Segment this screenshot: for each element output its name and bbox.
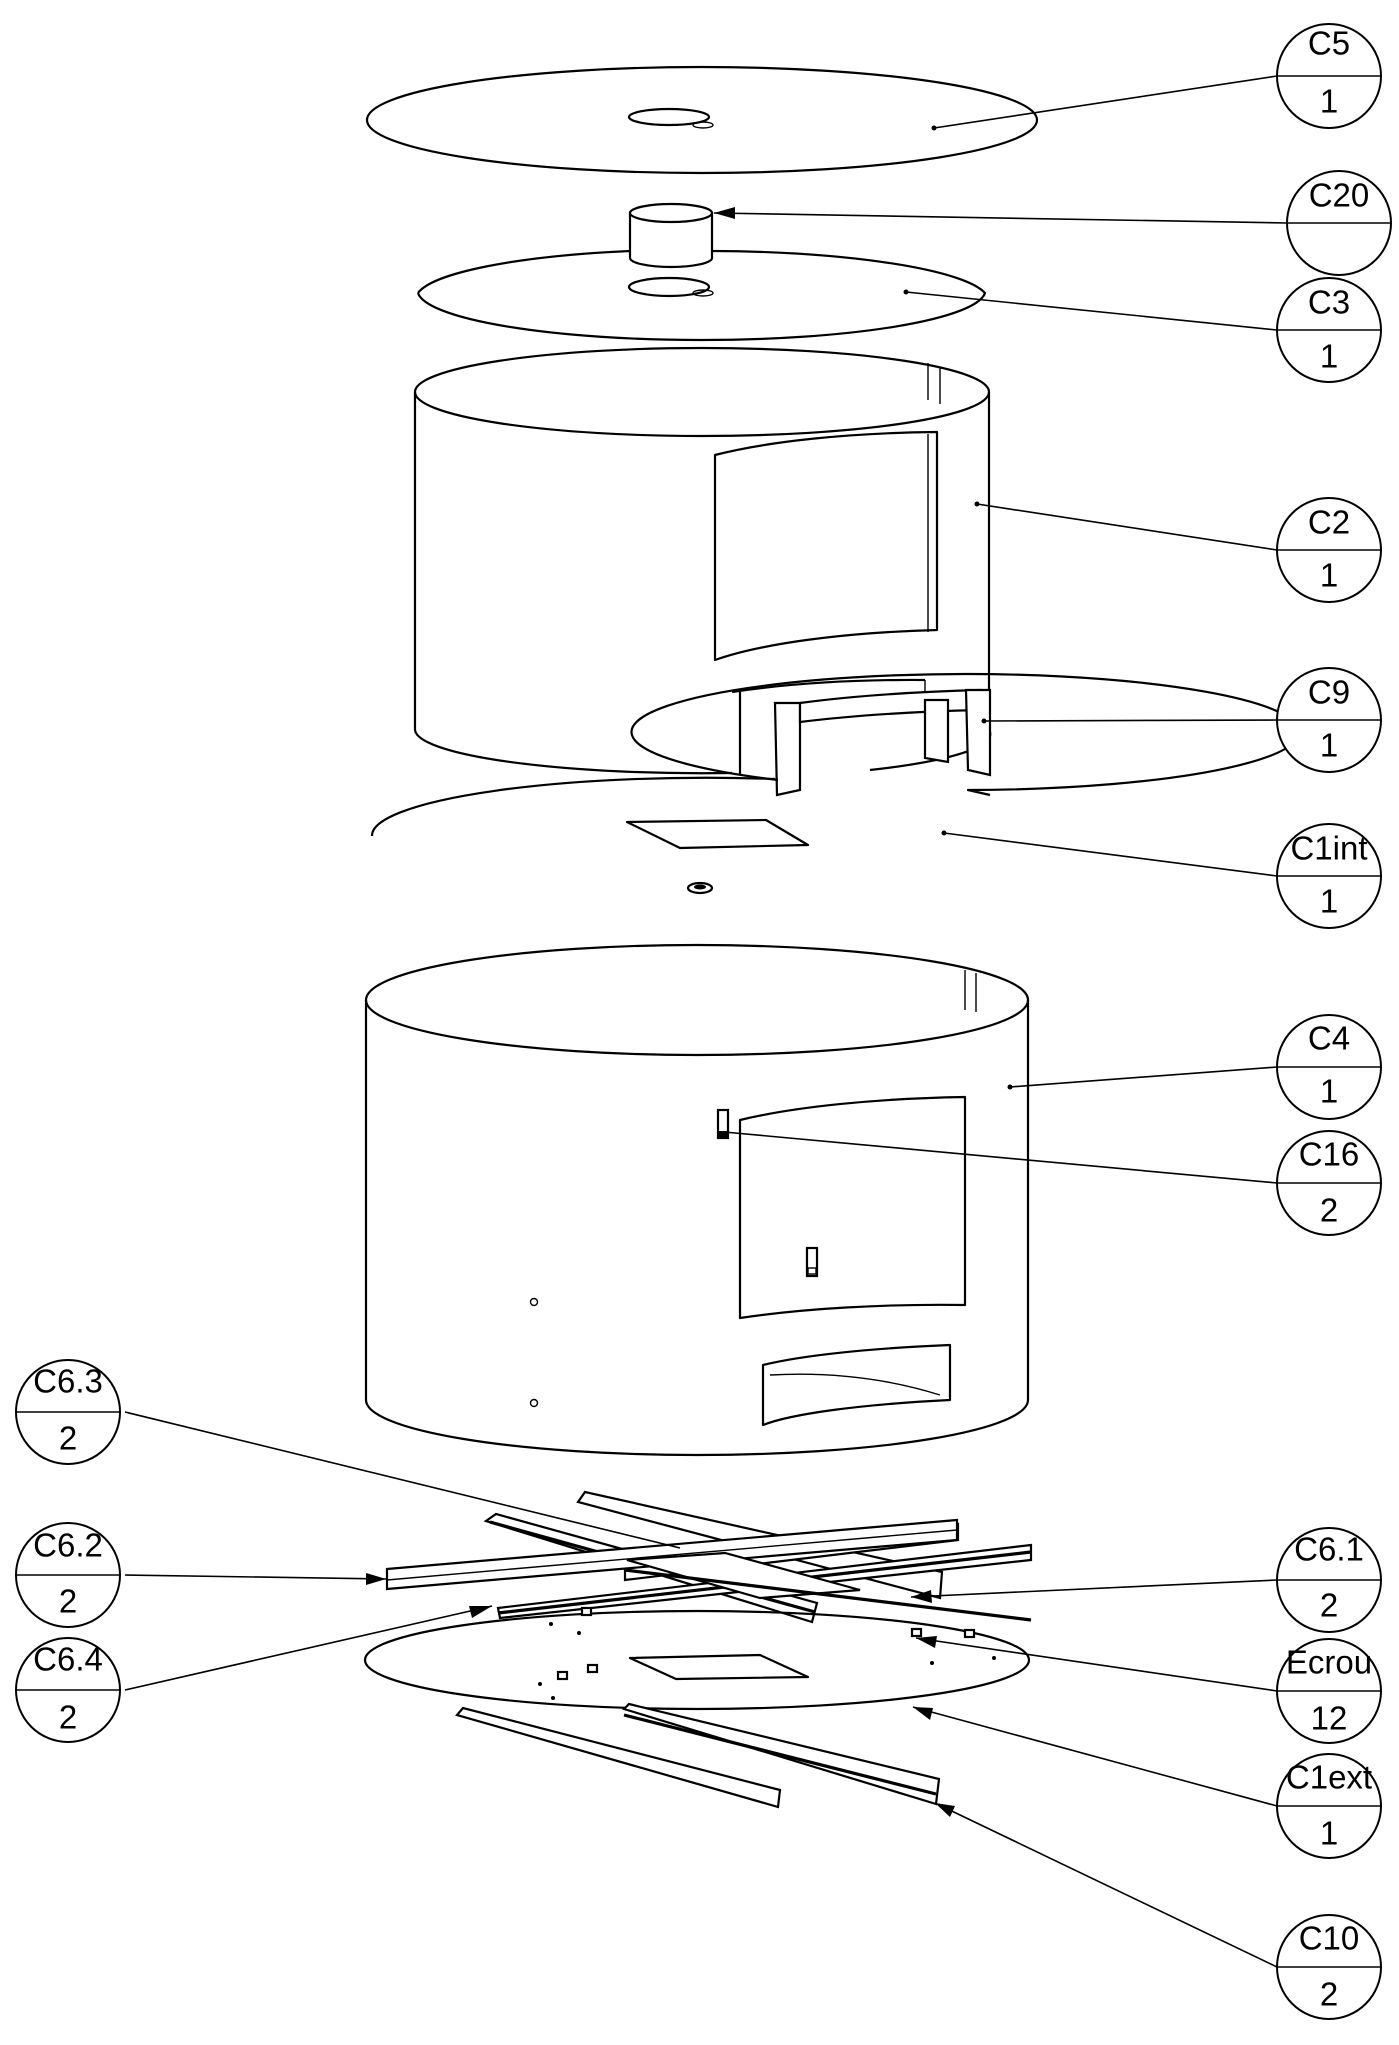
callout-c16[interactable]: C16 2: [1276, 1130, 1382, 1236]
callout-c6-3-item: C6.3: [33, 1363, 103, 1400]
part-c9-guard: [773, 688, 992, 797]
part-c3-disc: [416, 249, 987, 342]
part-c20-collar: [628, 202, 714, 269]
callout-c1ext-qty: 1: [1320, 1815, 1338, 1852]
callout-c3-item: C3: [1308, 284, 1350, 321]
callout-c6-4-qty: 2: [59, 1699, 77, 1736]
callout-c6-2-item: C6.2: [33, 1527, 103, 1564]
callout-ecrou-qty: 12: [1311, 1700, 1348, 1737]
callout-c4[interactable]: C4 1: [1276, 1014, 1382, 1120]
callout-c4-qty: 1: [1320, 1073, 1338, 1110]
callout-c10-item: C10: [1299, 1920, 1360, 1957]
part-c5-top-lid: [365, 65, 1039, 175]
callout-c6-2-qty: 2: [59, 1583, 77, 1620]
callout-c3[interactable]: C3 1: [1276, 277, 1382, 383]
callout-c1ext-item: C1ext: [1286, 1759, 1372, 1796]
callout-c9-item: C9: [1308, 674, 1350, 711]
part-c4-outer-cylinder: [364, 943, 1030, 1457]
callout-c6-1-item: C6.1: [1294, 1531, 1364, 1568]
part-c10-rails: [455, 1702, 941, 1809]
callout-c16-qty: 2: [1320, 1192, 1338, 1229]
callout-c1int[interactable]: C1int 1: [1276, 823, 1382, 929]
part-c6-frame: [385, 1490, 1033, 1624]
callout-c6-1-qty: 2: [1320, 1587, 1338, 1624]
callout-c2[interactable]: C2 1: [1276, 497, 1382, 603]
callout-c6-3-qty: 2: [59, 1420, 77, 1457]
callout-c20[interactable]: C20: [1286, 170, 1392, 276]
callout-c20-item: C20: [1309, 177, 1370, 214]
callout-c6-4[interactable]: C6.4 2: [15, 1637, 121, 1743]
callout-c5-item: C5: [1308, 25, 1350, 62]
callout-c2-item: C2: [1308, 504, 1350, 541]
callout-c6-4-item: C6.4: [33, 1641, 103, 1678]
callout-c2-qty: 1: [1320, 557, 1338, 594]
leader-lines: [124, 75, 1288, 1968]
callout-c1int-item: C1int: [1290, 830, 1367, 867]
callout-c5-qty: 1: [1320, 83, 1338, 120]
callout-c1int-qty: 1: [1320, 883, 1338, 920]
callout-ecrou[interactable]: Ecrou 12: [1276, 1638, 1382, 1744]
callout-c16-item: C16: [1299, 1136, 1360, 1173]
part-c1ext-base-disc: [363, 1606, 1031, 1711]
callout-c5[interactable]: C5 1: [1276, 23, 1382, 129]
callout-c9-qty: 1: [1320, 727, 1338, 764]
callout-c1ext[interactable]: C1ext 1: [1276, 1753, 1382, 1859]
callout-c4-item: C4: [1308, 1020, 1350, 1057]
part-c1int-base-disc: [370, 672, 1301, 895]
callout-c10-qty: 2: [1320, 1976, 1338, 2013]
callout-c6-3[interactable]: C6.3 2: [15, 1359, 121, 1465]
callout-c10[interactable]: C10 2: [1276, 1914, 1382, 2020]
callout-c6-2[interactable]: C6.2 2: [15, 1522, 121, 1628]
callout-c3-qty: 1: [1320, 338, 1338, 375]
callout-c9[interactable]: C9 1: [1276, 667, 1382, 773]
callout-c6-1[interactable]: C6.1 2: [1276, 1527, 1382, 1633]
callout-ecrou-item: Ecrou: [1286, 1644, 1372, 1681]
